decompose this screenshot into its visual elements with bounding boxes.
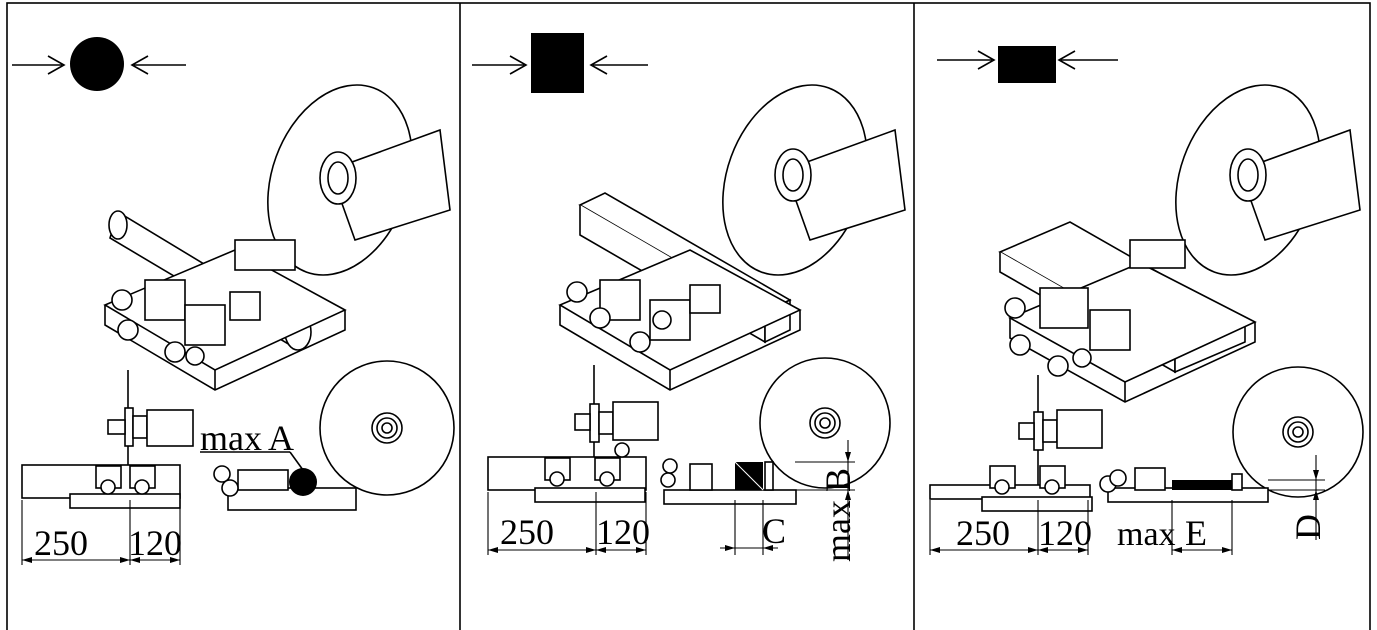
- side-view-motor: [574, 365, 659, 500]
- blade-hub-front-inner: [381, 422, 393, 434]
- dim-120: 120: [1038, 513, 1092, 553]
- panel-flat-stock: 250 120 max E D: [929, 46, 1364, 555]
- clamp-side-view: [660, 440, 855, 560]
- saw-blade-assembly: [1175, 84, 1361, 276]
- square-icon: [531, 33, 584, 93]
- clamp-jaw: [237, 469, 289, 491]
- flange-side: [132, 415, 148, 439]
- dimension-lines: [21, 500, 181, 565]
- panel-round-stock: max A 250 120: [12, 37, 455, 565]
- dim-120: 120: [128, 523, 182, 563]
- label-max: max: [818, 500, 858, 562]
- clamp-handle-1: [111, 289, 133, 311]
- vise-jaw-1: [144, 279, 186, 321]
- dim-250: 250: [956, 513, 1010, 553]
- side-view-motor: [1018, 375, 1103, 505]
- dimension-lines: [487, 492, 647, 555]
- vise-jaw-2: [184, 304, 226, 346]
- leader-line-A: [289, 451, 304, 471]
- dimension-lines: [929, 500, 1089, 555]
- vise-base: [1004, 239, 1257, 403]
- clamp-handle-3: [164, 341, 186, 363]
- vise-jaw-3: [229, 291, 261, 321]
- dim-250: 250: [34, 523, 88, 563]
- front-view-blade: [759, 357, 891, 489]
- flat-section-icon: [1172, 480, 1232, 490]
- shape-header: [12, 37, 186, 91]
- round-section-icon: [289, 468, 317, 496]
- circle-icon: [70, 37, 124, 91]
- motor-housing: [328, 128, 451, 241]
- label-C: C: [762, 511, 786, 551]
- arrow-left-head: [130, 55, 149, 75]
- round-bar-end-left: [108, 210, 128, 240]
- shape-header: [472, 33, 648, 93]
- top-view-vise: [21, 464, 181, 509]
- outer-frame: [6, 2, 1371, 630]
- front-view-blade: [1232, 366, 1364, 498]
- clamp-knob-2: [221, 479, 239, 497]
- shape-header: [937, 46, 1118, 83]
- clamp-handle-2: [117, 319, 139, 341]
- knob-top-2: [134, 479, 150, 495]
- top-view-vise: [487, 442, 647, 503]
- clamp-side-view: [1099, 455, 1325, 555]
- label-B: B: [818, 468, 858, 492]
- saw-blade-assembly: [267, 84, 451, 276]
- clamp-bed: [227, 487, 357, 511]
- rear-clamp: [234, 239, 296, 271]
- panel-square-stock: 250 120 C max B: [472, 33, 906, 562]
- knob-top-1: [100, 479, 116, 495]
- side-view-motor: [107, 370, 194, 500]
- saw-blade-assembly: [722, 84, 906, 276]
- label-E: E: [1185, 513, 1207, 553]
- vise-base: [558, 249, 802, 391]
- nut-side: [107, 419, 126, 435]
- clamp-side-view: [213, 451, 357, 511]
- motor-side: [146, 409, 194, 447]
- front-view-blade: [319, 360, 455, 496]
- dim-120: 120: [596, 512, 650, 552]
- clamp-knob-1: [213, 465, 231, 483]
- dim-250: 250: [500, 512, 554, 552]
- vise-bed-top: [69, 493, 181, 509]
- rectangle-icon: [998, 46, 1056, 83]
- blade-edge-side: [124, 407, 134, 447]
- arrow-right-head: [47, 55, 66, 75]
- label-max: max: [1117, 516, 1176, 553]
- blade-flange: [327, 161, 349, 195]
- clamp-handle-4: [185, 346, 205, 366]
- vise-base: [103, 239, 347, 391]
- top-view-vise: [929, 465, 1093, 512]
- label-D: D: [1288, 514, 1328, 540]
